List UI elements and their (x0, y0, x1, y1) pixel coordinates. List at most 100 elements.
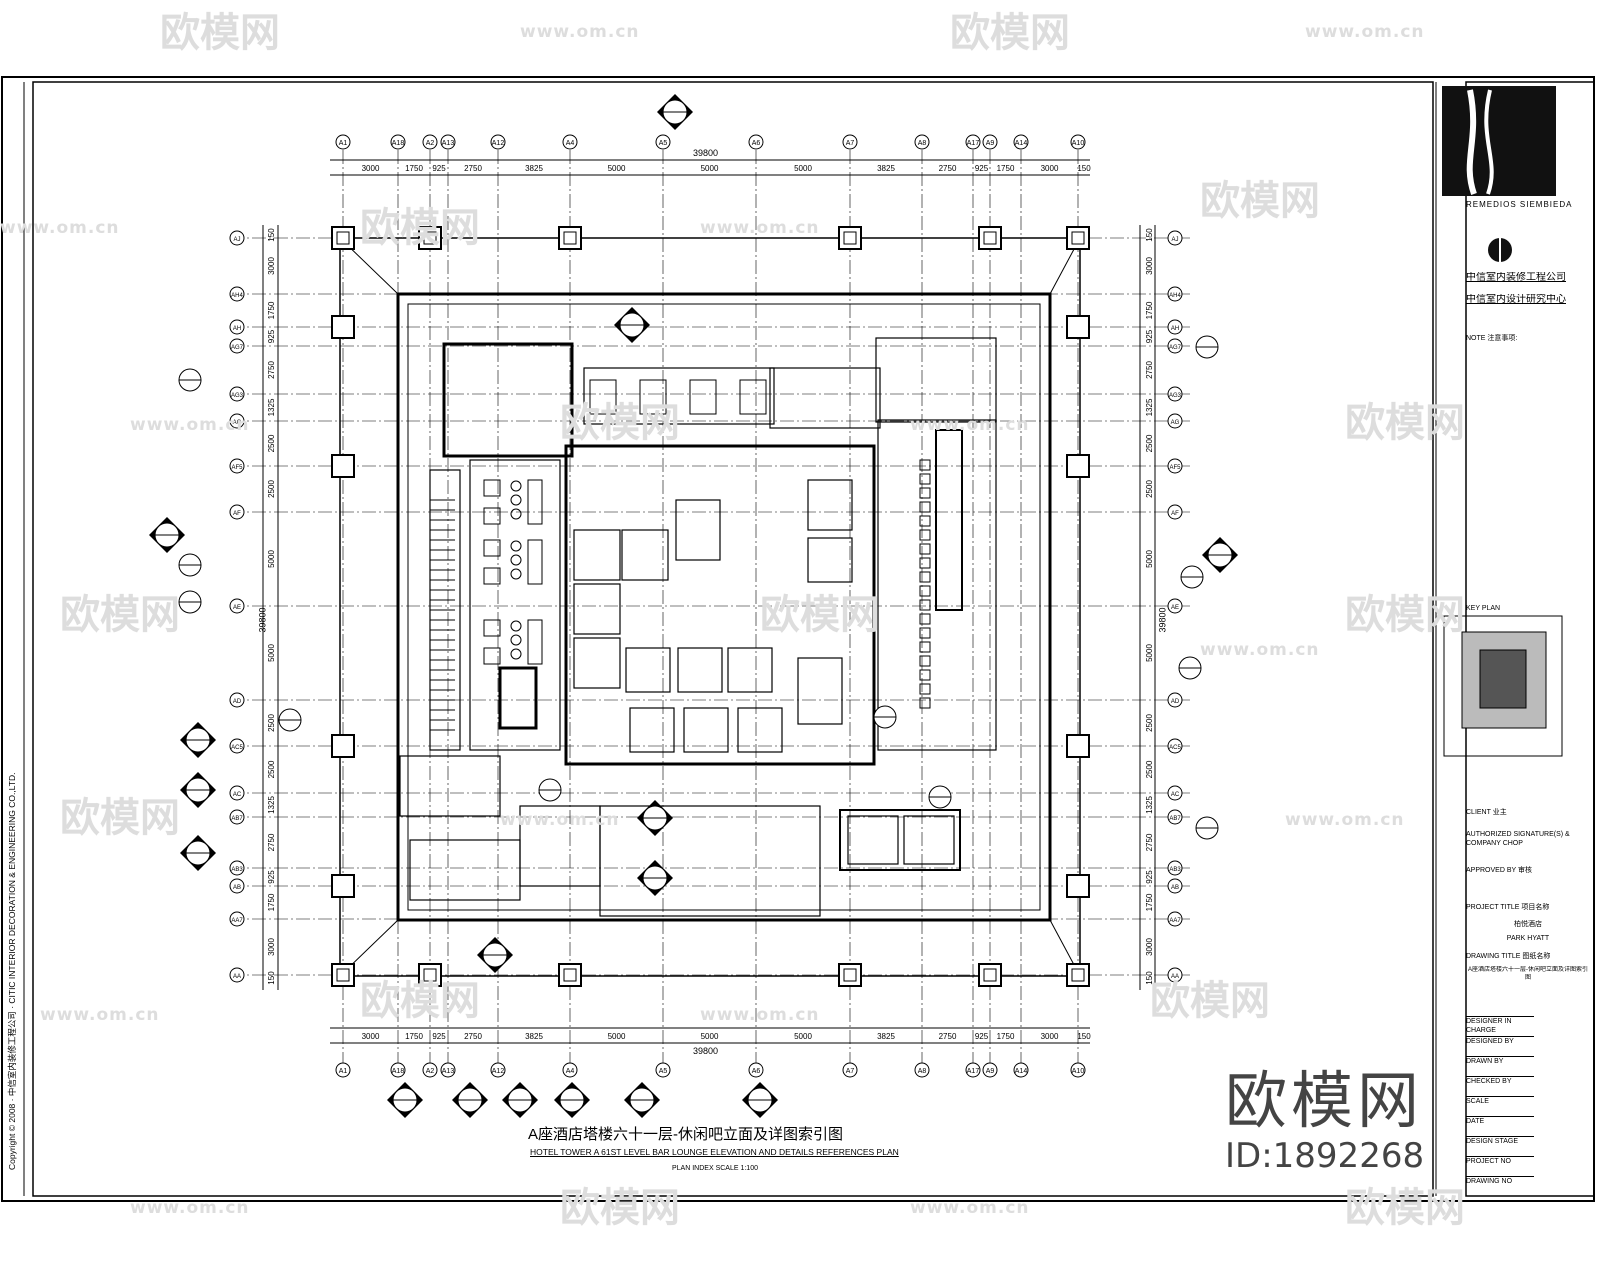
grid-label: A4 (566, 1068, 575, 1075)
grid-bubble (1167, 458, 1183, 474)
grid-bubble (914, 1062, 930, 1078)
column-core (336, 231, 350, 245)
grid-label: A10 (1072, 140, 1085, 147)
grid-label: AG7 (231, 345, 244, 351)
dimension-text: 2750 (939, 1032, 957, 1041)
dimension-text: 2500 (267, 714, 276, 732)
grid-label: A1 (339, 140, 348, 147)
side-table (510, 494, 522, 506)
furniture-symbols (430, 379, 931, 731)
column (331, 226, 355, 250)
grid-bubble (229, 413, 245, 429)
column (331, 454, 355, 478)
title-block-field: DESIGNER IN CHARGE (1466, 1016, 1534, 1035)
grid-label: AH (233, 326, 241, 332)
grid-bubble (229, 785, 245, 801)
dimension-text: 1325 (1145, 398, 1154, 416)
grid-bubble (440, 134, 456, 150)
title-block-field: PROJECT NO (1466, 1156, 1534, 1166)
grid-bubble (982, 1062, 998, 1078)
dimension-text: 3000 (267, 257, 276, 275)
booth-seat (589, 379, 617, 415)
dimension-text: 5000 (794, 1032, 812, 1041)
dimension-text: 925 (432, 164, 446, 173)
grid-label: A7 (846, 140, 855, 147)
grid-bubble (748, 134, 764, 150)
grid-label: AJ (233, 237, 240, 243)
dimension-text: 2750 (267, 833, 276, 851)
grid-label: AG (1171, 420, 1180, 426)
grid-label: AB (1171, 885, 1179, 891)
grid-label: AD (233, 699, 242, 705)
column (838, 963, 862, 987)
grid-label: AF5 (231, 465, 243, 471)
dimension-text: 1325 (267, 796, 276, 814)
grid-label: A9 (986, 1068, 995, 1075)
column-core (843, 231, 857, 245)
dimension-text: 2750 (1145, 833, 1154, 851)
dimension-text: 2750 (939, 164, 957, 173)
dimension-text: 2500 (1145, 760, 1154, 778)
dimension-text: 150 (1145, 228, 1154, 242)
structural-grid: A1A1A18A18A2A2A13A13A12A12A4A4A5A5A6A6A7… (229, 134, 1190, 1078)
grid-bubble (390, 1062, 406, 1078)
dimension-text: 5000 (701, 164, 719, 173)
grid-label: A18 (392, 140, 405, 147)
dimension-text: 3000 (1041, 1032, 1059, 1041)
bar-stool (919, 655, 931, 667)
watermark-brand: 欧模网 (1225, 1064, 1424, 1137)
grid-bubble (490, 134, 506, 150)
grid-label: AC (233, 792, 242, 798)
dimension-text: 5000 (267, 550, 276, 568)
grid-bubble (842, 1062, 858, 1078)
dimension-text: 3000 (1145, 938, 1154, 956)
grid-bubble (229, 319, 245, 335)
grid-bubble (229, 458, 245, 474)
grid-label: AF (233, 511, 241, 517)
column-core (423, 231, 437, 245)
dimension-text: 3000 (1041, 164, 1059, 173)
sofa (527, 479, 543, 525)
title-block-field: DESIGN STAGE (1466, 1136, 1534, 1146)
dimension-text: 2500 (267, 760, 276, 778)
grid-label: AC5 (1169, 745, 1181, 751)
dimension-text: 3000 (1145, 257, 1154, 275)
dimension-text: 5000 (608, 1032, 626, 1041)
logo-text: REMEDIOS SIEMBIEDA (1466, 200, 1573, 209)
dimension-text: 925 (1145, 329, 1154, 343)
grid-label: AH4 (231, 293, 243, 299)
grid-bubble (1167, 286, 1183, 302)
grid-label: A7 (846, 1068, 855, 1075)
grid-bubble (655, 1062, 671, 1078)
column-core (1071, 968, 1085, 982)
grid-label: AC (1171, 792, 1180, 798)
dimension-text: 5000 (267, 644, 276, 662)
note-label: NOTE 注意事项: (1466, 335, 1518, 342)
dimension-text: 5000 (608, 164, 626, 173)
grid-label: AE (1171, 605, 1179, 611)
grid-bubble (655, 134, 671, 150)
grid-label: A8 (918, 1068, 927, 1075)
column (418, 963, 442, 987)
title-block-field: CHECKED BY (1466, 1076, 1534, 1086)
side-table (510, 648, 522, 660)
grid-label: AA (1171, 974, 1179, 980)
structural-columns (331, 226, 1090, 987)
dimension-text: 925 (267, 329, 276, 343)
grid-bubble (1167, 911, 1183, 927)
grid-bubble (965, 134, 981, 150)
grid-bubble (440, 1062, 456, 1078)
grid-label: AF (1171, 511, 1179, 517)
dimension-text: 2500 (1145, 480, 1154, 498)
grid-bubble (335, 134, 351, 150)
grid-bubble (229, 967, 245, 983)
column (331, 315, 355, 339)
grid-bubble (229, 504, 245, 520)
grid-bubble (1167, 598, 1183, 614)
grid-bubble (390, 134, 406, 150)
grid-label: A17 (967, 140, 980, 147)
authorized-label: AUTHORIZED SIGNATURE(S) & COMPANY CHOP (1466, 831, 1570, 847)
dimension-text: 3000 (267, 938, 276, 956)
dimension-text: 925 (267, 870, 276, 884)
armchair (483, 539, 501, 557)
